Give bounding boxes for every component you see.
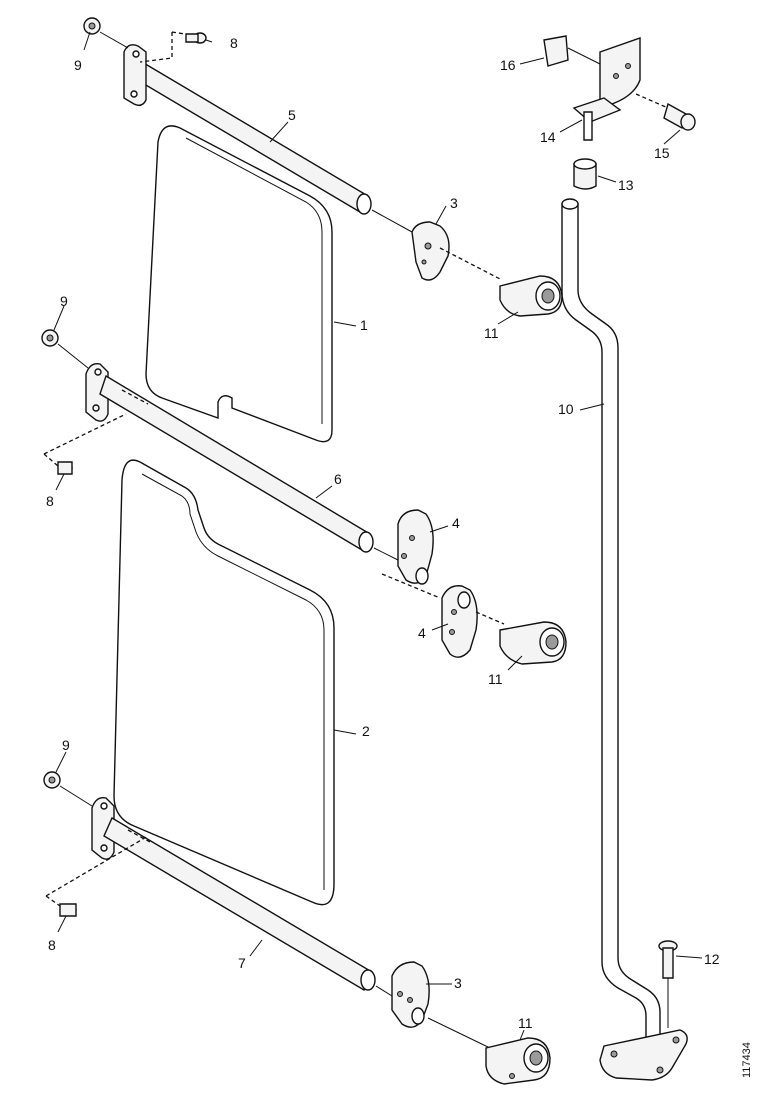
lower-hinge-bracket [375,961,491,1049]
middle-hinge-rod [99,374,374,553]
callout-labels: 9 8 5 3 11 1 9 8 6 4 4 11 2 9 8 7 3 11 1… [46,35,720,1031]
top-bracket-assembly [543,35,696,141]
lower-clamp [485,1037,551,1085]
callout-8-middle: 8 [46,493,54,509]
vertical-operating-rod [561,198,661,1041]
callout-4-b: 4 [418,625,426,641]
callout-11-upper: 11 [484,325,499,341]
upper-hinge-bracket [371,209,503,281]
lower-screw [45,835,149,917]
callout-4-a: 4 [452,515,460,531]
middle-nut [41,329,89,369]
callout-8-lower: 8 [48,937,56,953]
base-bolt [658,940,678,1028]
callout-leaders [53,31,703,1041]
base-plate [599,1029,688,1081]
upper-mount-plate [123,44,147,107]
middle-screw [43,413,127,475]
callout-9-lower: 9 [62,737,70,753]
callout-7: 7 [238,955,246,971]
callout-11-middle: 11 [488,671,503,687]
bushing [573,158,617,190]
callout-9-middle: 9 [60,293,68,309]
lower-door-panel [113,459,335,906]
lower-nut [43,771,93,807]
callout-14: 14 [540,129,556,145]
callout-2: 2 [362,723,370,739]
center-hinge-bracket-b [381,573,505,658]
upper-clamp [499,275,563,317]
callout-15: 15 [654,145,670,161]
callout-8-upper: 8 [230,35,238,51]
callout-12: 12 [704,951,720,967]
callout-5: 5 [288,107,296,123]
callout-11-lower: 11 [518,1015,533,1031]
callout-6: 6 [334,471,342,487]
callout-10: 10 [558,401,574,417]
callout-9-upper: 9 [74,57,82,73]
figure-reference-number: 117434 [741,1042,753,1078]
callout-3-lower: 3 [454,975,462,991]
callout-16: 16 [500,57,516,73]
upper-screw [139,31,207,63]
middle-mount-plate [85,363,109,422]
upper-door-panel [145,125,333,443]
lower-mount-plate [91,797,115,860]
upper-nut [83,17,129,49]
callout-1: 1 [360,317,368,333]
middle-clamp [499,621,567,665]
center-hinge-bracket-a [373,509,434,585]
callout-3-upper: 3 [450,195,458,211]
lower-hinge-rod [103,816,376,992]
callout-13: 13 [618,177,634,193]
